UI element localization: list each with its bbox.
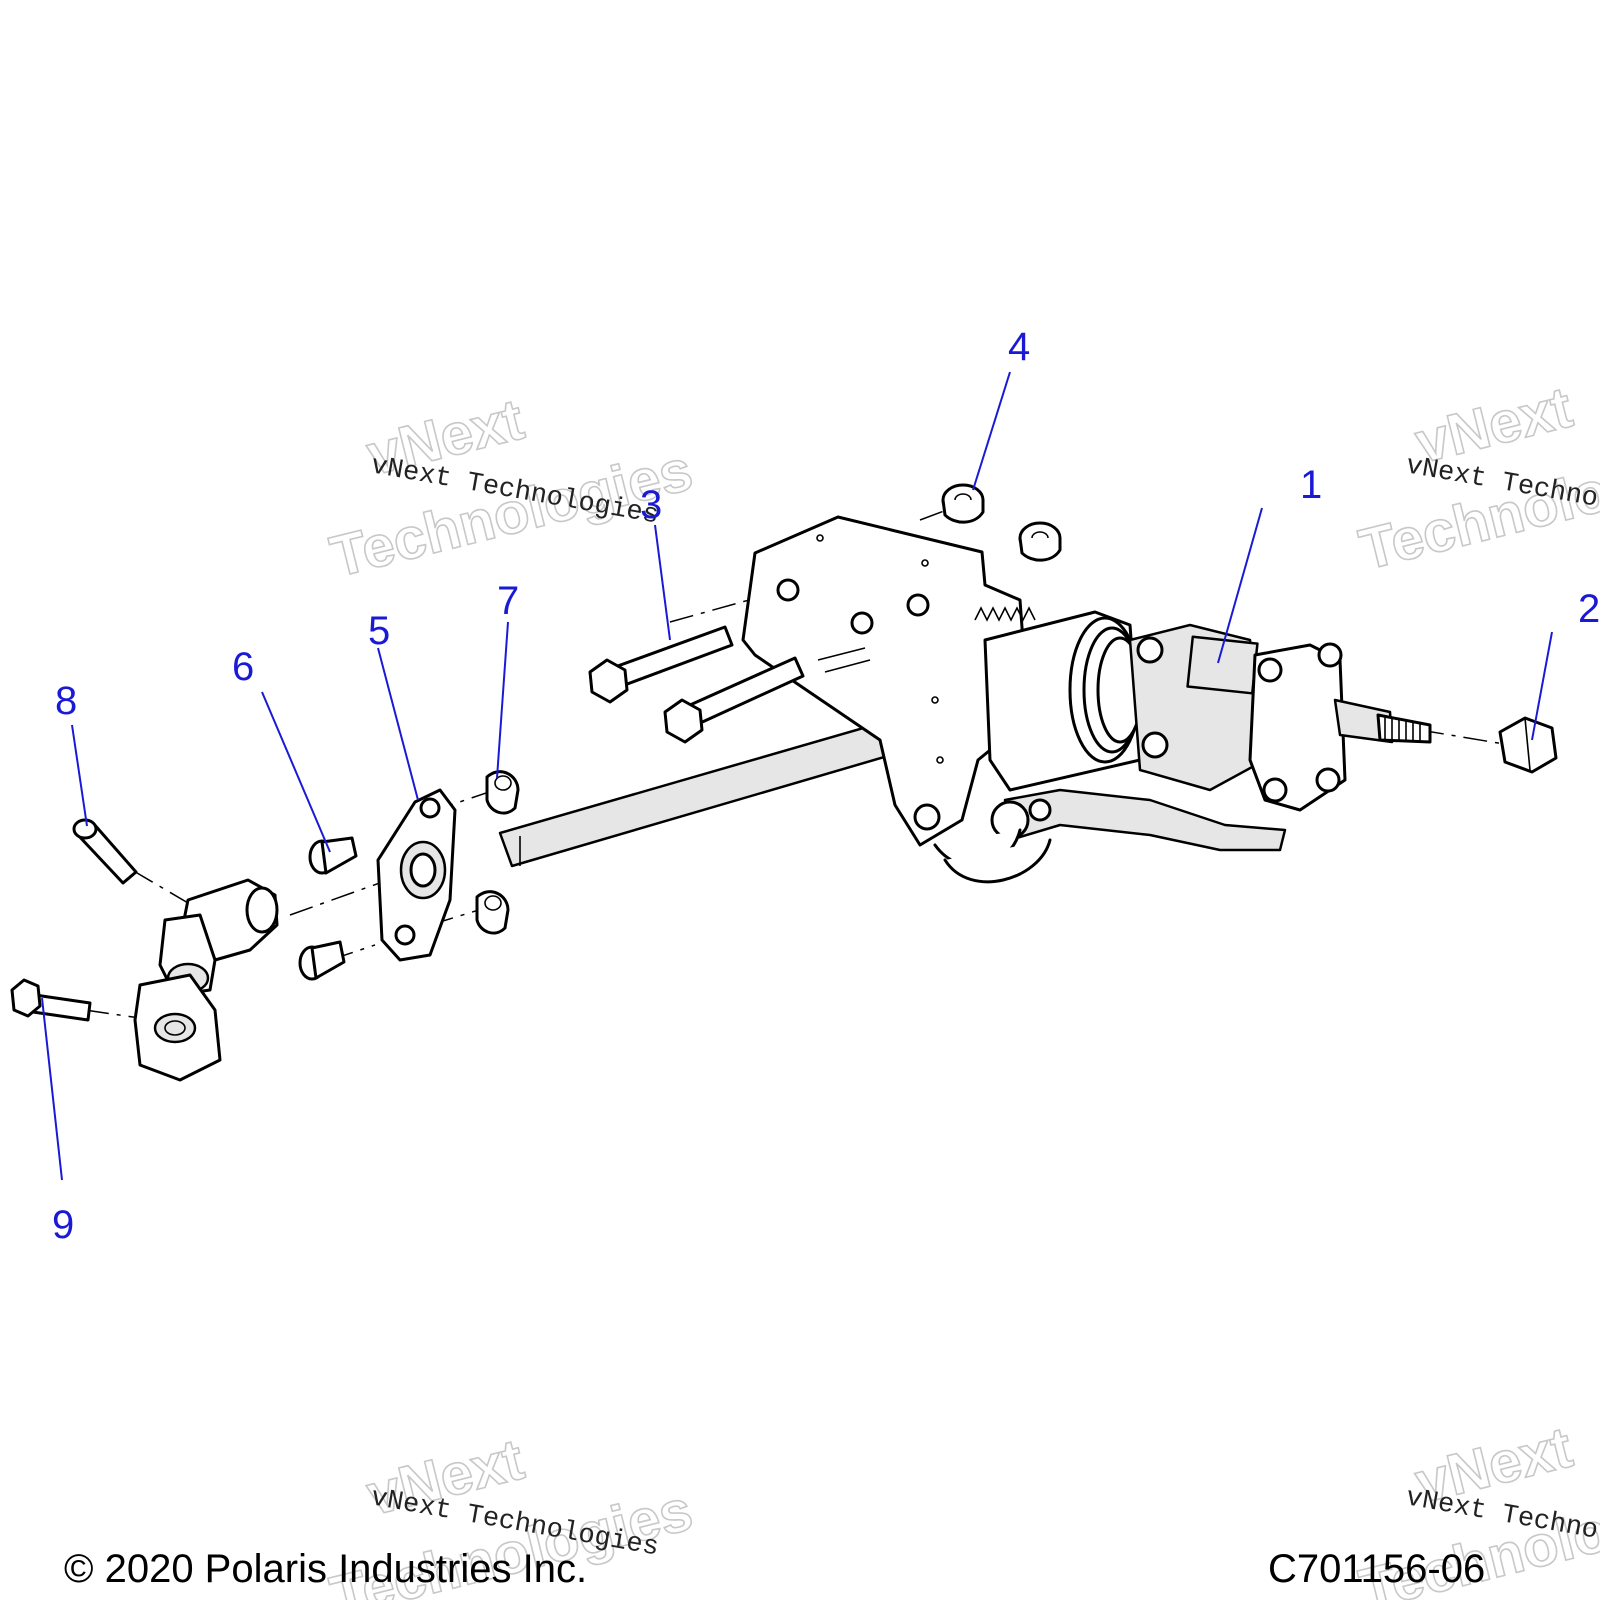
- bolt-part-3-lower: [663, 656, 805, 744]
- callout-leaders: [41, 371, 1553, 1181]
- spring: [974, 606, 1036, 622]
- bolt-part-9: [10, 978, 92, 1022]
- callout-3: 3: [640, 483, 662, 527]
- callout-5: 5: [368, 609, 390, 653]
- callout-2: 2: [1578, 587, 1600, 631]
- bolt-part-6-upper: [308, 836, 358, 875]
- mounting-bracket: [741, 515, 1030, 847]
- diagram-code: C701156-06: [1268, 1547, 1485, 1591]
- tilt-lever: [1003, 788, 1287, 852]
- nut-part-7-upper: [485, 770, 520, 815]
- flange-bearing-part-5: [376, 788, 457, 962]
- bushing-part-4: [941, 483, 985, 524]
- nut-part-7-lower: [475, 890, 510, 935]
- callout-1: 1: [1300, 463, 1322, 507]
- callout-7: 7: [497, 579, 519, 623]
- callout-9: 9: [52, 1203, 74, 1247]
- bushing-part-4b: [1018, 521, 1062, 562]
- steering-column-assembly: [498, 515, 1432, 884]
- steering-shaft: [498, 714, 917, 868]
- bolt-part-3-upper: [588, 625, 734, 704]
- copyright-text: © 2020 Polaris Industries Inc.: [64, 1547, 587, 1591]
- bolt-part-8: [72, 818, 138, 885]
- gearbox-end-cap: [1248, 643, 1347, 812]
- universal-joint: [133, 878, 279, 1082]
- callout-4: 4: [1008, 325, 1030, 369]
- bolt-part-6-lower: [298, 940, 346, 981]
- callout-6: 6: [232, 645, 254, 689]
- watermark-top-left: vNext Technologies: [323, 386, 699, 591]
- nut-part-2: [1498, 716, 1558, 774]
- callout-8: 8: [55, 679, 77, 723]
